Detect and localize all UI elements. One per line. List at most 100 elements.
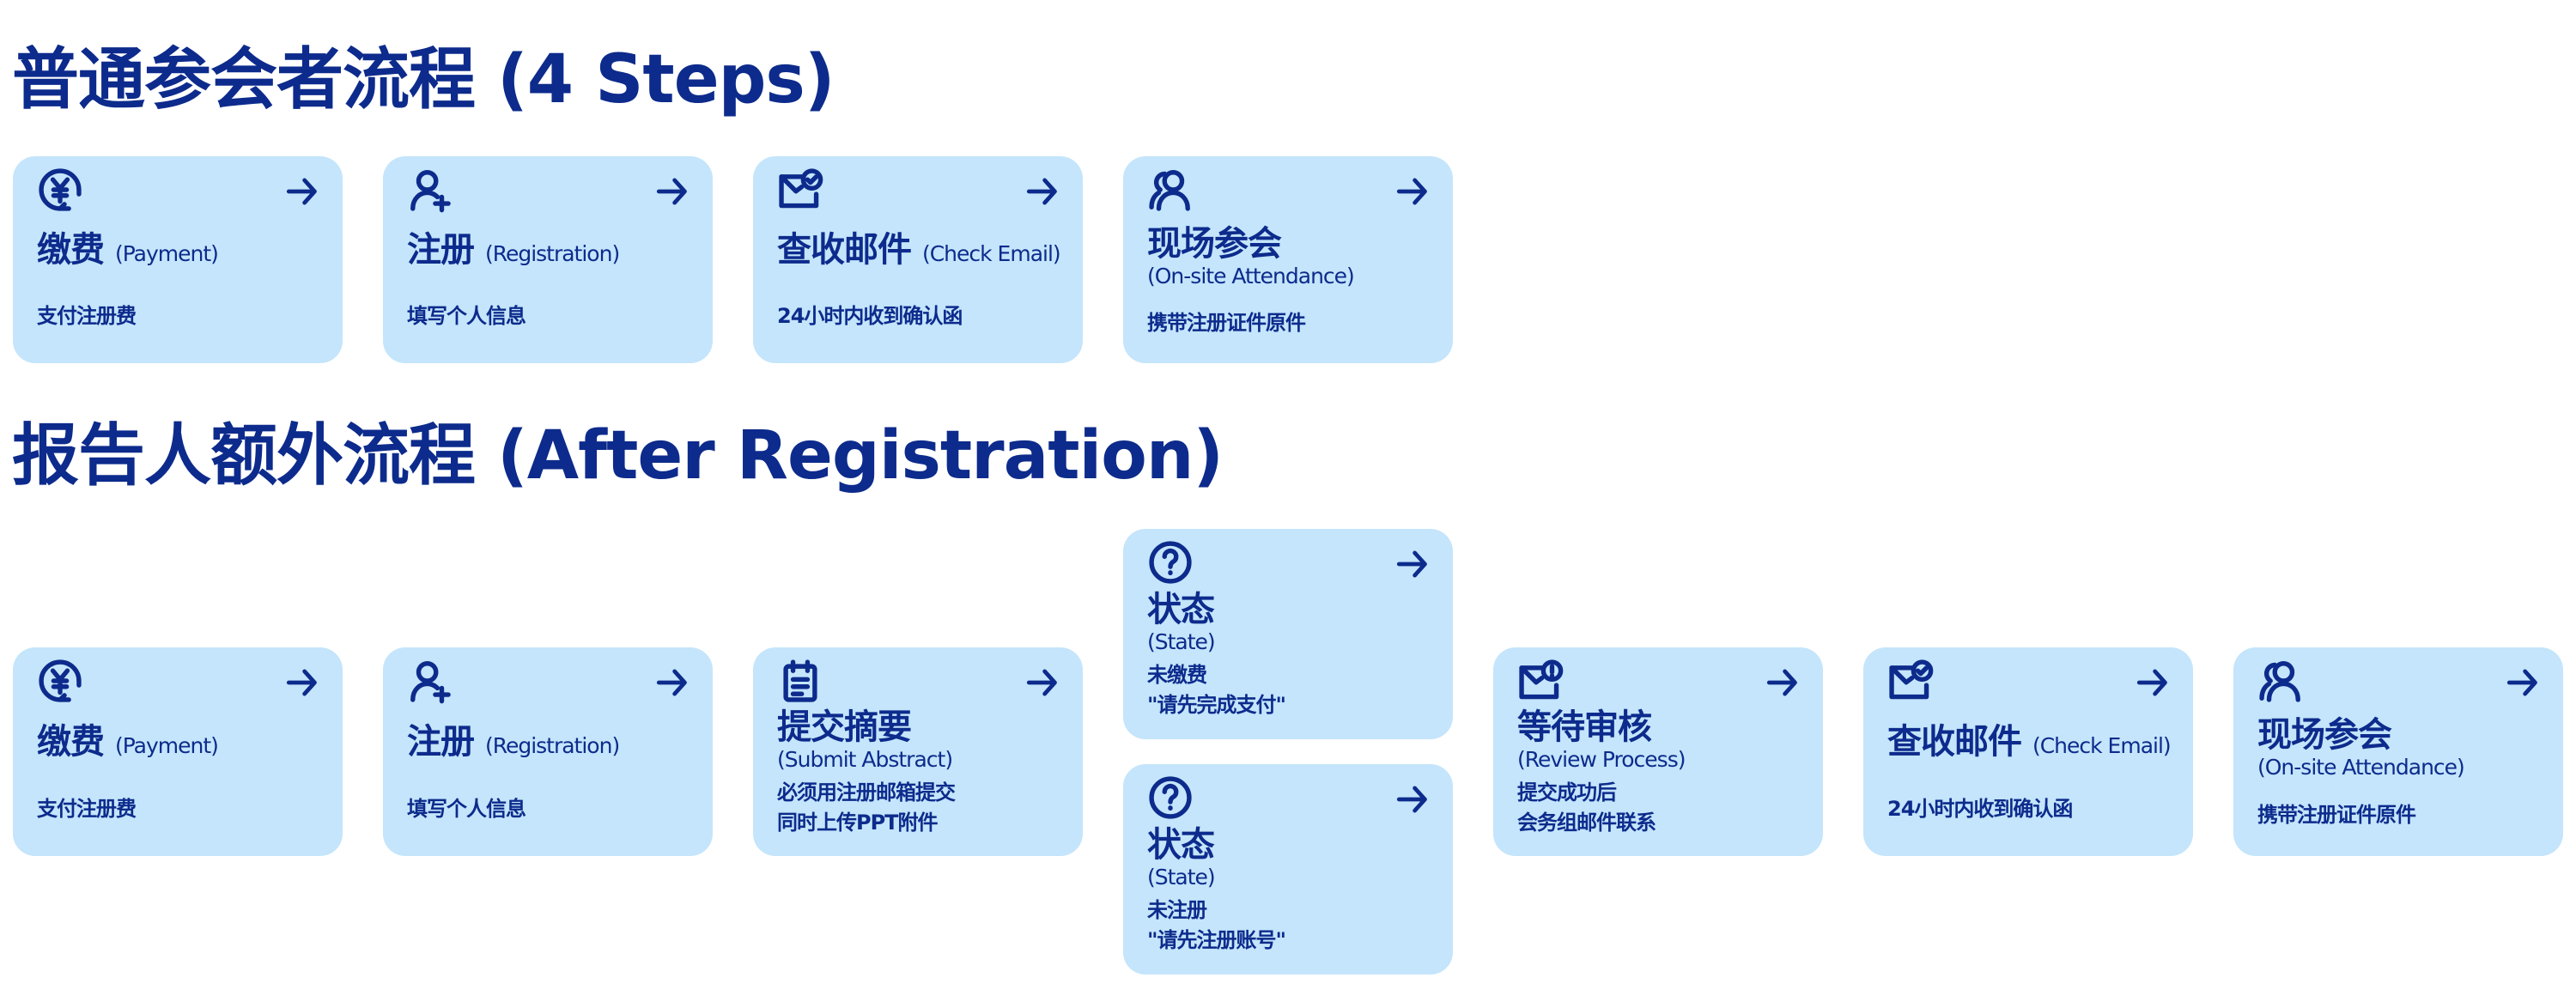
flow1-step-card[interactable]: 查收邮件 (Check Email) 24小时内收到确认函 <box>753 156 1083 363</box>
arrow-right-icon <box>284 658 320 701</box>
step-description-line: 24小时内收到确认函 <box>777 304 963 329</box>
arrow-right-icon <box>1394 539 1431 582</box>
mail-check-icon <box>1887 658 1934 704</box>
step-description: 未缴费 "请先完成支付" <box>1147 660 1431 720</box>
step-title-en: (State) <box>1147 864 1216 890</box>
step-title: 注册 (Registration) <box>407 723 690 761</box>
flow2-step-card[interactable]: 注册 (Registration) 填写个人信息 <box>383 647 713 856</box>
step-description: 24小时内收到确认函 <box>1887 794 2171 824</box>
step-description-line: 必须用注册邮箱提交 <box>777 780 956 805</box>
step-description-line: "请先注册账号" <box>1147 928 1286 953</box>
step-description: 未注册 "请先注册账号" <box>1147 896 1431 956</box>
mail-alert-icon <box>1517 658 1564 704</box>
step-description-line: 24小时内收到确认函 <box>1887 796 2073 821</box>
document-icon <box>777 658 823 704</box>
arrow-right-icon <box>1024 167 1060 209</box>
step-description-line: 填写个人信息 <box>407 796 526 821</box>
step-description-line: 会务组邮件联系 <box>1517 810 1656 835</box>
flow1-step-card[interactable]: 注册 (Registration) 填写个人信息 <box>383 156 713 363</box>
yen-icon <box>37 658 83 704</box>
arrow-right-icon <box>1394 774 1431 817</box>
step-title: 现场参会(On-site Attendance) <box>2257 716 2541 780</box>
step-title-en: (Check Email) <box>921 241 1061 267</box>
section-title-speaker: 报告人额外流程 (After Registration) <box>12 417 1224 495</box>
flow2-step-card[interactable]: 状态(State) 未注册 "请先注册账号" <box>1123 764 1453 975</box>
step-description: 24小时内收到确认函 <box>777 301 1060 331</box>
arrow-right-icon <box>2135 658 2171 701</box>
step-title-en: (Payment) <box>114 732 219 758</box>
step-title-en: (Registration) <box>484 732 620 758</box>
flow1-step-card[interactable]: 现场参会(On-site Attendance) 携带注册证件原件 <box>1123 156 1453 363</box>
step-description: 填写个人信息 <box>407 301 690 331</box>
flow2-step-card[interactable]: 等待审核(Review Process) 提交成功后会务组邮件联系 <box>1493 647 1823 856</box>
step-description-line: 携带注册证件原件 <box>2257 803 2416 828</box>
step-description-line: 携带注册证件原件 <box>1147 310 1306 335</box>
arrow-right-icon <box>1765 658 1801 701</box>
flow2-step-card[interactable]: 缴费 (Payment) 支付注册费 <box>13 647 343 856</box>
step-title-zh: 现场参会 <box>2257 715 2392 756</box>
step-title: 提交摘要(Submit Abstract) <box>777 708 1060 772</box>
step-title-zh: 注册 <box>407 230 475 270</box>
user-add-icon <box>407 167 453 213</box>
step-title-zh: 等待审核 <box>1517 707 1652 748</box>
step-description: 携带注册证件原件 <box>1147 308 1431 338</box>
question-icon <box>1147 539 1194 586</box>
step-title-zh: 缴费 <box>37 230 105 270</box>
step-description: 必须用注册邮箱提交同时上传PPT附件 <box>777 778 1060 838</box>
step-title-zh: 状态 <box>1147 589 1215 629</box>
step-title: 注册 (Registration) <box>407 231 690 269</box>
step-title-en: (Check Email) <box>2032 732 2172 758</box>
arrow-right-icon <box>284 167 320 209</box>
section-title-regular-attendee: 普通参会者流程 (4 Steps) <box>12 41 835 118</box>
step-description-line: 未缴费 <box>1147 663 1207 688</box>
step-title: 等待审核(Review Process) <box>1517 708 1801 772</box>
flow2-step-card[interactable]: 状态(State) 未缴费 "请先完成支付" <box>1123 529 1453 739</box>
arrow-right-icon <box>654 658 690 701</box>
step-title: 缴费 (Payment) <box>37 723 320 761</box>
step-title-zh: 注册 <box>407 721 475 762</box>
users-icon <box>2257 658 2304 704</box>
step-description-line: 支付注册费 <box>37 304 137 329</box>
step-title-zh: 状态 <box>1147 824 1215 865</box>
flow2-step-card[interactable]: 提交摘要(Submit Abstract) 必须用注册邮箱提交同时上传PPT附件 <box>753 647 1083 856</box>
step-description-line: 提交成功后 <box>1517 780 1617 805</box>
question-icon <box>1147 774 1194 821</box>
step-title-zh: 查收邮件 <box>1887 721 2022 762</box>
mail-check-icon <box>777 167 823 213</box>
step-title-zh: 提交摘要 <box>777 707 912 748</box>
arrow-right-icon <box>654 167 690 209</box>
step-description: 携带注册证件原件 <box>2257 800 2541 830</box>
step-description: 支付注册费 <box>37 301 320 331</box>
step-description-line: 填写个人信息 <box>407 304 526 329</box>
users-icon <box>1147 167 1194 213</box>
arrow-right-icon <box>1394 167 1431 209</box>
step-title: 现场参会(On-site Attendance) <box>1147 225 1431 288</box>
step-description: 提交成功后会务组邮件联系 <box>1517 778 1801 838</box>
step-title-zh: 现场参会 <box>1147 223 1282 264</box>
step-description-line: 同时上传PPT附件 <box>777 810 939 835</box>
step-title-zh: 缴费 <box>37 721 105 762</box>
step-title: 缴费 (Payment) <box>37 231 320 269</box>
arrow-right-icon <box>2505 658 2541 701</box>
step-title: 查收邮件 (Check Email) <box>777 230 1061 270</box>
step-title-en: (Review Process) <box>1517 747 1686 773</box>
step-title-zh: 查收邮件 <box>777 230 912 270</box>
flow1-step-card[interactable]: 缴费 (Payment) 支付注册费 <box>13 156 343 363</box>
step-title-en: (On-site Attendance) <box>2257 755 2465 780</box>
step-title: 状态(State) <box>1147 826 1431 890</box>
step-description: 支付注册费 <box>37 794 320 824</box>
step-title: 状态(State) <box>1147 591 1431 654</box>
step-description-line: 支付注册费 <box>37 796 137 821</box>
step-title: 查收邮件 (Check Email) <box>1887 721 2172 762</box>
arrow-right-icon <box>1024 658 1060 701</box>
step-description-line: "请先完成支付" <box>1147 693 1286 718</box>
step-title-en: (Registration) <box>484 241 620 267</box>
user-add-icon <box>407 658 453 704</box>
step-description-line: 未注册 <box>1147 898 1207 923</box>
step-title-en: (On-site Attendance) <box>1147 263 1355 288</box>
step-description: 填写个人信息 <box>407 794 690 824</box>
flow2-step-card[interactable]: 现场参会(On-site Attendance) 携带注册证件原件 <box>2233 647 2563 856</box>
flow2-step-card[interactable]: 查收邮件 (Check Email) 24小时内收到确认函 <box>1863 647 2193 856</box>
yen-icon <box>37 167 83 213</box>
step-title-en: (Submit Abstract) <box>777 747 953 773</box>
